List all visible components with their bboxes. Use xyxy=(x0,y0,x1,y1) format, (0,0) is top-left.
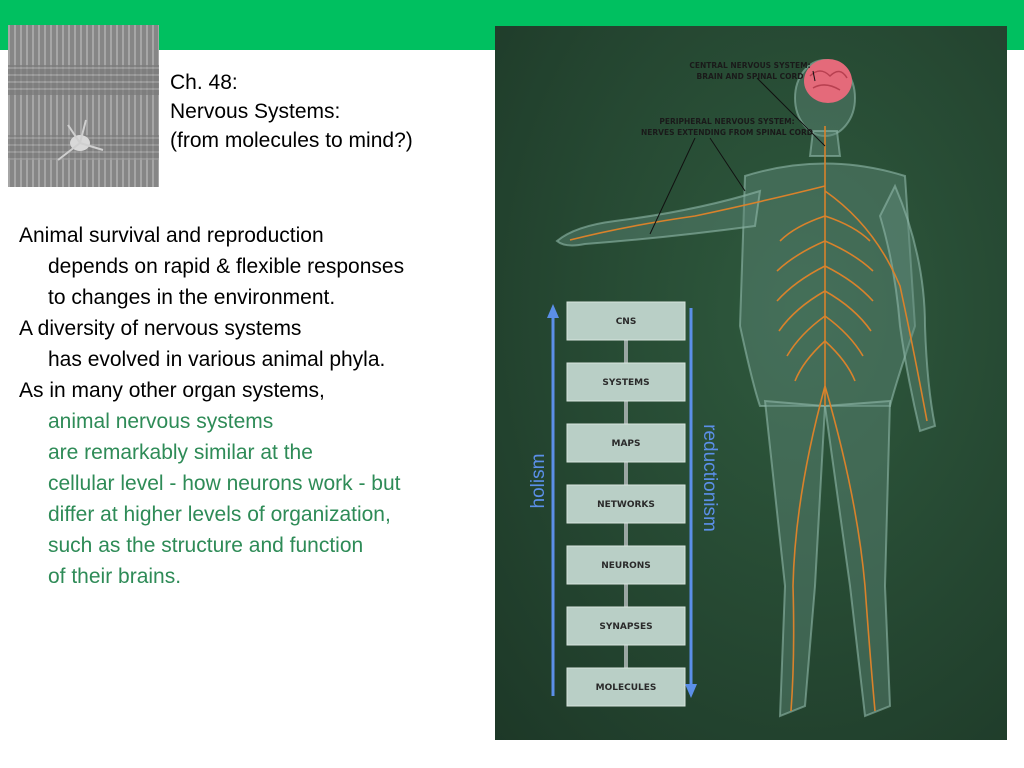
title-line: Nervous Systems: xyxy=(170,100,341,123)
title-line: (from molecules to mind?) xyxy=(170,129,413,152)
reductionism-arrow xyxy=(685,308,697,698)
level-box-maps: MAPS xyxy=(566,423,686,463)
paragraph-line-highlight: of their brains. xyxy=(48,565,182,588)
paragraph-first-line: As in many other organ systems, xyxy=(19,379,325,402)
nerve-network-drawing xyxy=(569,126,928,712)
level-box-synapses: SYNAPSES xyxy=(566,606,686,646)
paragraph-first-line: A diversity of nervous systems xyxy=(19,317,302,340)
slide-title: Ch. 48: Nervous Systems: (from molecules… xyxy=(170,68,413,155)
level-label: NETWORKS xyxy=(597,500,655,510)
levels-of-organization: CNS SYSTEMS MAPS NETWORKS NEURONS SYNAPSES MOL… xyxy=(566,301,686,707)
paragraph-first-line: Animal survival and reproduction xyxy=(19,224,324,247)
slide-body-text: Animal survival and reproduction depends… xyxy=(19,220,489,592)
reductionism-label: reductionism xyxy=(699,424,720,532)
nervous-system-figure: CENTRAL NERVOUS SYSTEM: BRAIN AND SPINAL… xyxy=(495,26,1007,740)
level-label: MAPS xyxy=(612,439,641,449)
svg-text:CENTRAL NERVOUS SYSTEM:: CENTRAL NERVOUS SYSTEM: xyxy=(689,61,810,70)
level-box-networks: NETWORKS xyxy=(566,484,686,524)
paragraph-line: has evolved in various animal phyla. xyxy=(48,348,386,371)
level-box-systems: SYSTEMS xyxy=(566,362,686,402)
level-label: SYSTEMS xyxy=(602,378,649,388)
level-label: CNS xyxy=(616,317,637,327)
cns-label: CENTRAL NERVOUS SYSTEM: BRAIN AND SPINAL… xyxy=(689,61,810,81)
level-label: MOLECULES xyxy=(596,683,657,693)
title-line: Ch. 48: xyxy=(170,71,238,94)
holism-label: holism xyxy=(528,454,549,509)
paragraph-line-highlight: such as the structure and function xyxy=(48,534,364,557)
svg-text:BRAIN AND SPINAL CORD: BRAIN AND SPINAL CORD xyxy=(697,72,804,81)
level-box-neurons: NEURONS xyxy=(566,545,686,585)
paragraph-line-highlight: cellular level - how neurons work - but xyxy=(48,472,401,495)
holism-arrow xyxy=(547,304,559,696)
paragraph-line-highlight: differ at higher levels of organization, xyxy=(48,503,391,526)
paragraph-line: to changes in the environment. xyxy=(48,286,336,309)
level-label: SYNAPSES xyxy=(599,622,652,632)
level-box-cns: CNS xyxy=(566,301,686,341)
paragraph-line: depends on rapid & flexible responses xyxy=(48,255,405,278)
paragraph-line-highlight: animal nervous systems xyxy=(48,410,274,433)
svg-text:NERVES EXTENDING FROM SPINAL C: NERVES EXTENDING FROM SPINAL CORD xyxy=(641,128,813,137)
paragraph-line-highlight: are remarkably similar at the xyxy=(48,441,313,464)
pns-label: PERIPHERAL NERVOUS SYSTEM: NERVES EXTEND… xyxy=(641,117,813,137)
neuron-micrograph-image xyxy=(8,25,159,187)
level-label: NEURONS xyxy=(601,561,651,571)
brain-illustration xyxy=(804,59,852,103)
svg-text:PERIPHERAL NERVOUS SYSTEM:: PERIPHERAL NERVOUS SYSTEM: xyxy=(659,117,794,126)
level-box-molecules: MOLECULES xyxy=(566,667,686,707)
